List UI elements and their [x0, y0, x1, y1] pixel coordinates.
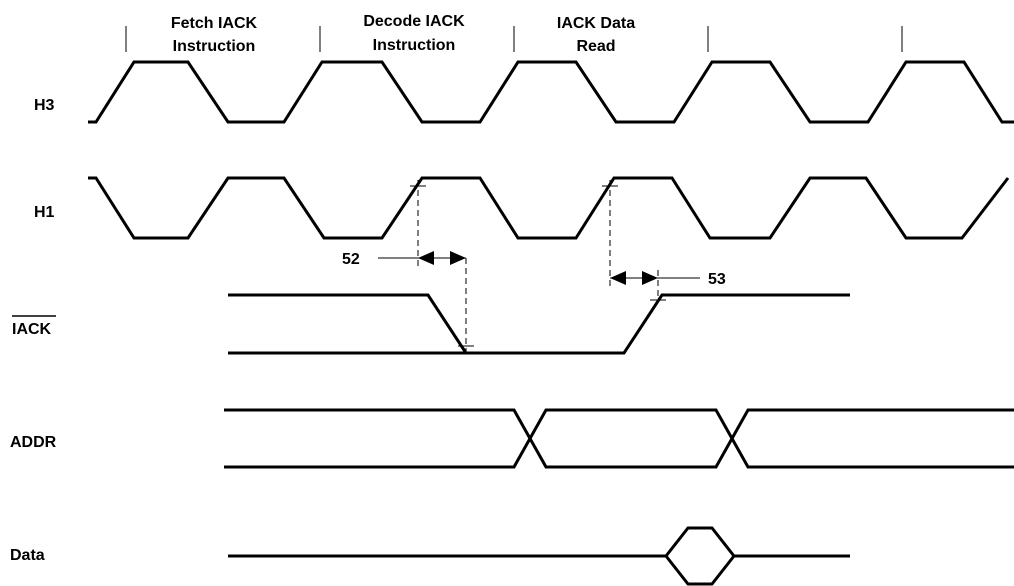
phase-label-decode-line2: Instruction: [373, 37, 456, 54]
data-line: [228, 526, 850, 558]
phase-label-decode-line1: Decode IACK: [363, 13, 465, 30]
signal-label-h3: H3: [34, 97, 55, 114]
phase-label-read-line2: Read: [576, 38, 615, 55]
signal-labels: H3 H1 IACK ADDR Data: [10, 97, 57, 564]
t52-label: 52: [342, 251, 360, 268]
t53-label: 53: [708, 271, 726, 288]
t53-arrowhead-left: [610, 271, 626, 285]
phase-label-fetch-line2: Instruction: [173, 38, 256, 55]
t52-arrowhead-left: [418, 251, 434, 265]
h1-waveform: [88, 176, 1010, 240]
addr-upper-line: [224, 408, 1014, 469]
addr-bus: [224, 408, 1014, 469]
phase-labels: Fetch IACK Instruction Decode IACK Instr…: [171, 13, 635, 55]
data-valid-lower: [664, 555, 736, 586]
t53-arrowhead-right: [642, 271, 658, 285]
t52-arrowhead-right: [450, 251, 466, 265]
addr-lower-line: [224, 408, 1014, 469]
iack-waveform: [228, 293, 850, 355]
phase-label-read-line1: IACK Data: [557, 15, 635, 32]
timing-52: 52: [342, 180, 474, 352]
timing-53: 53: [602, 180, 726, 301]
h3-waveform: [88, 60, 1014, 124]
phase-label-fetch-line1: Fetch IACK: [171, 15, 258, 32]
phase-boundaries: [125, 26, 903, 52]
signal-label-iack: IACK: [12, 321, 52, 338]
signal-label-addr: ADDR: [10, 434, 57, 451]
data-bus: [228, 526, 850, 586]
signal-label-h1: H1: [34, 204, 55, 221]
signal-label-data: Data: [10, 547, 45, 564]
